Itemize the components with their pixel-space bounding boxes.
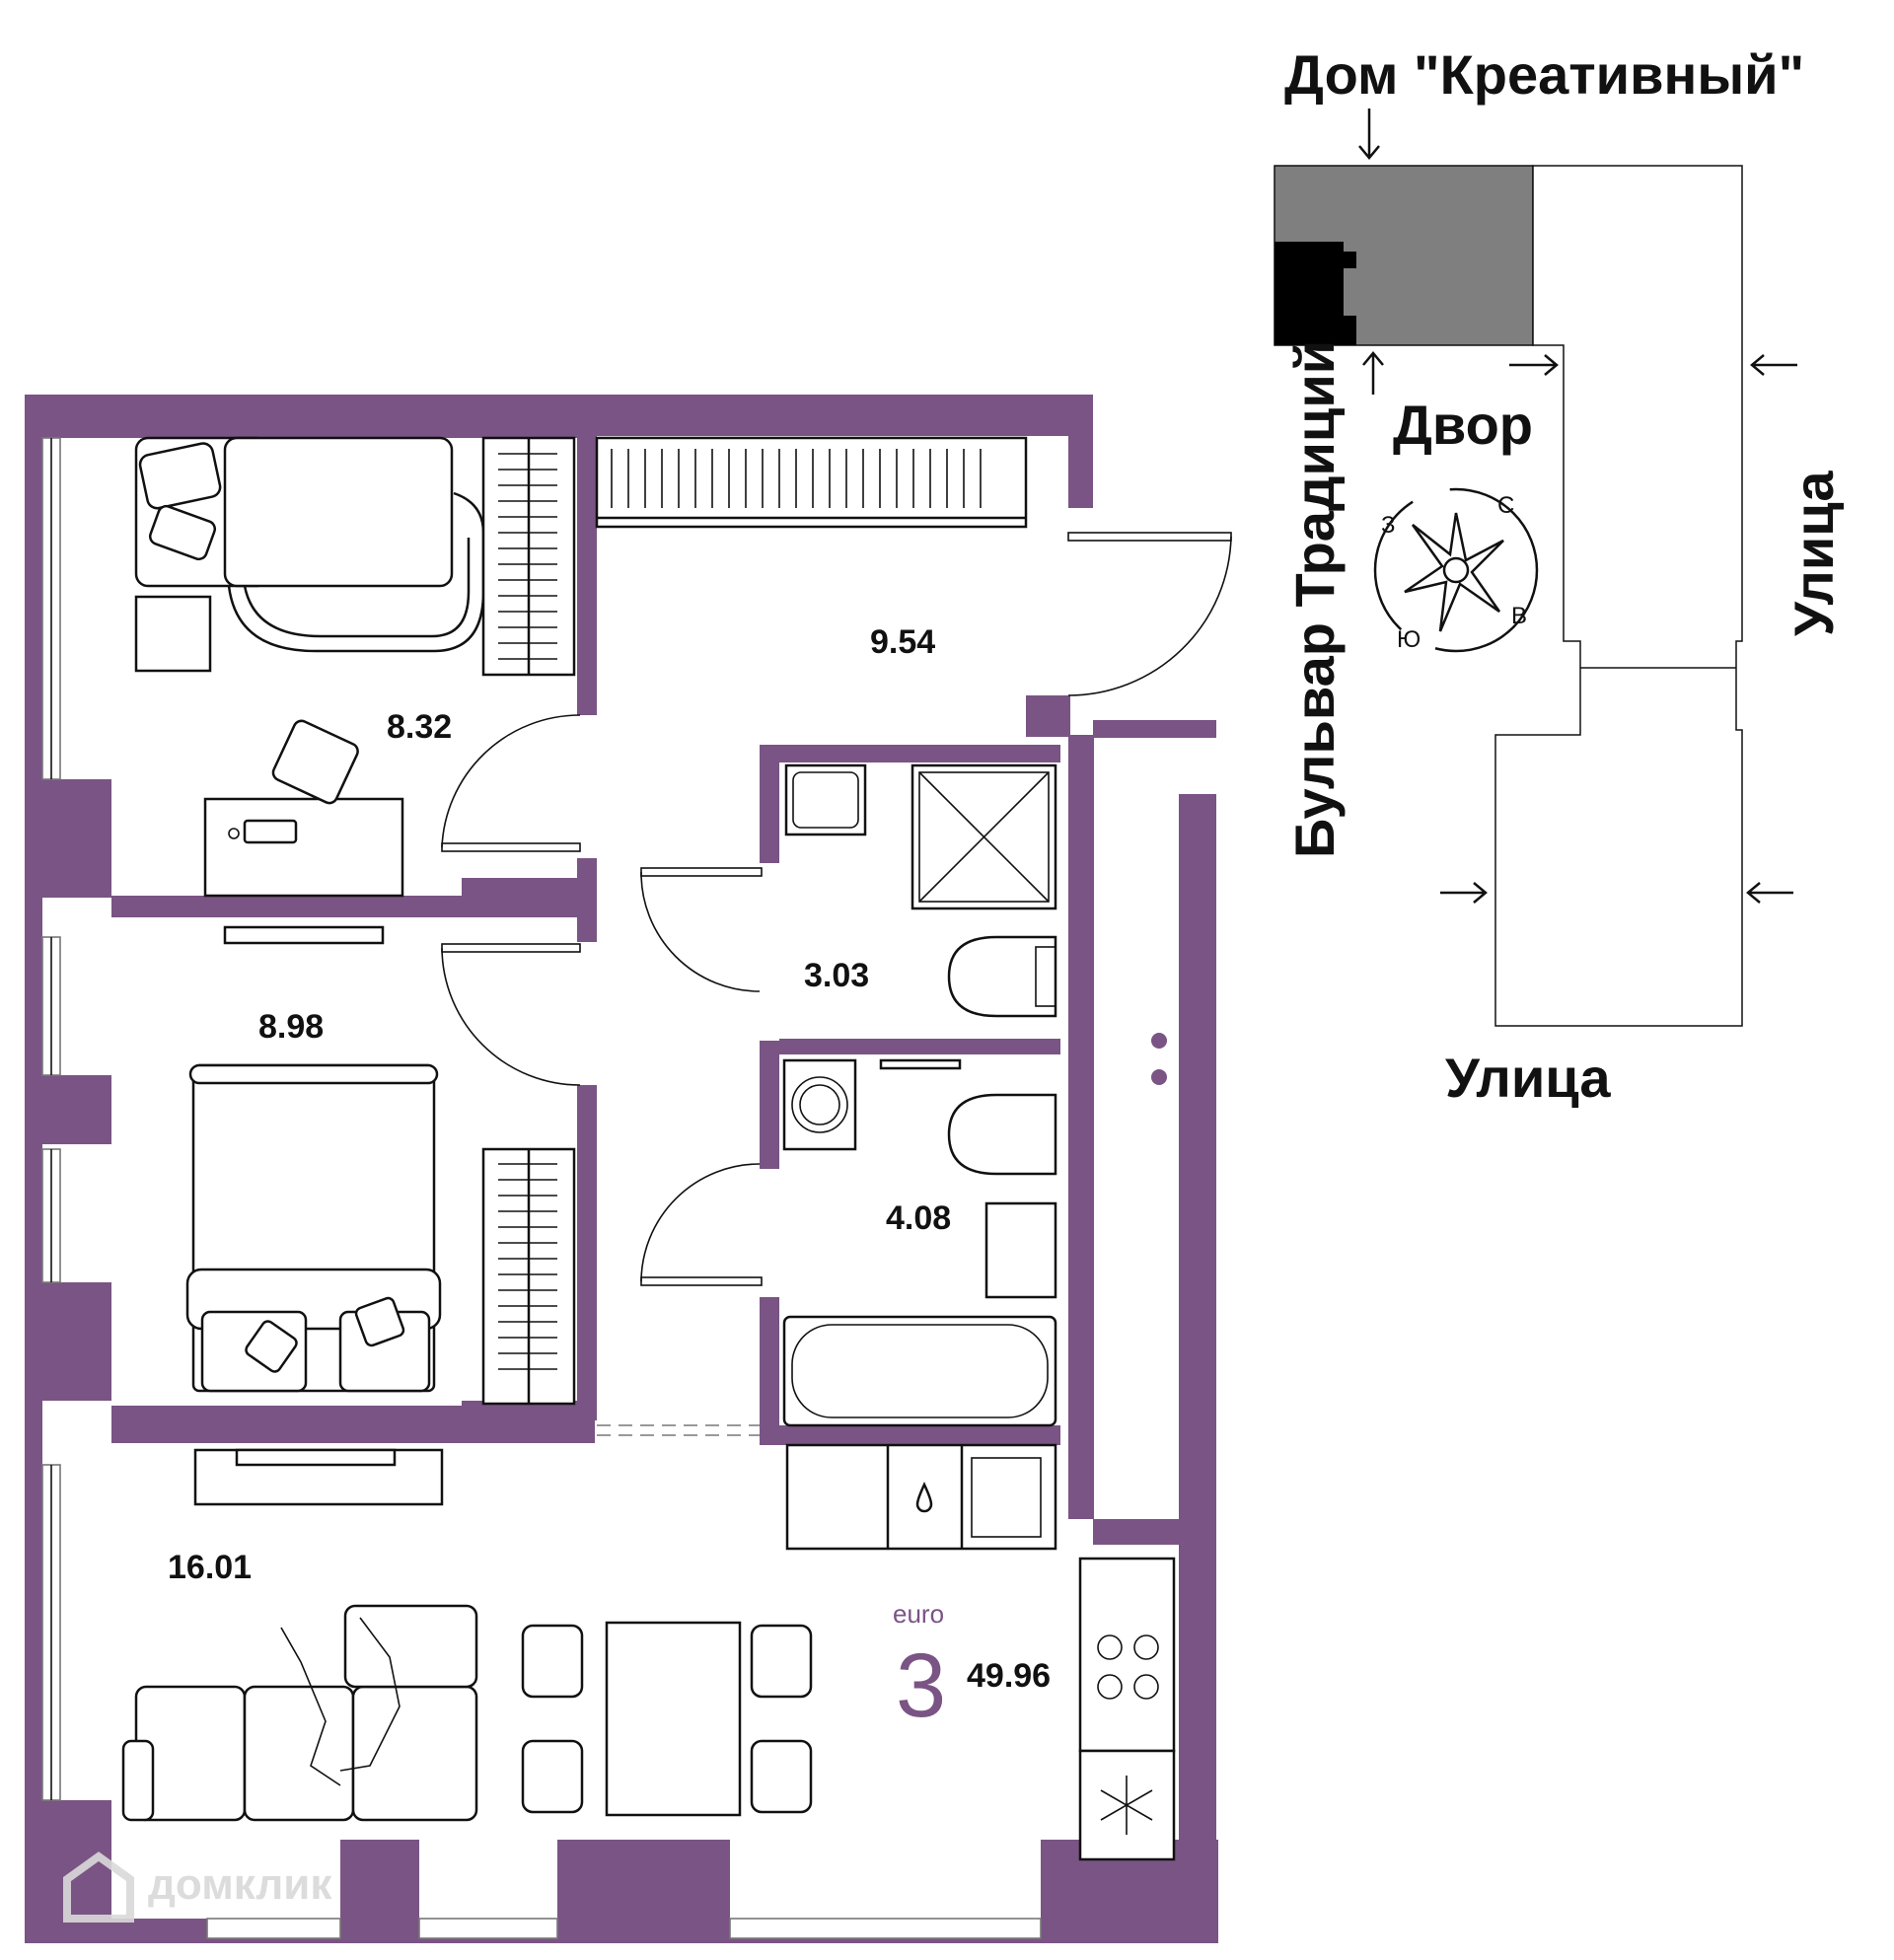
building-label: Дом "Креативный" [1284, 43, 1804, 106]
apartment-rooms-count: 3 [896, 1635, 946, 1736]
apartment-location [1275, 242, 1356, 345]
bath-small-fixtures [784, 763, 1057, 1018]
yard-label: Двор [1393, 394, 1533, 456]
neighbor-building [1494, 165, 1743, 1027]
watermark: домклик [63, 1851, 332, 1923]
desk [203, 719, 404, 898]
apartment-type: euro [893, 1599, 944, 1629]
street-right-label: Улица [1783, 471, 1845, 636]
hall-wardrobe [595, 436, 1028, 529]
area-living: 16.01 [168, 1549, 252, 1586]
site-plan: Дом "Креативный" Двор Бульвар Традиций У… [1274, 43, 1845, 1109]
compass: С В Ю З [1373, 487, 1539, 653]
bath-fixtures [782, 1058, 1057, 1427]
compass-s: Ю [1397, 626, 1420, 653]
house-icon [63, 1851, 134, 1923]
entry-dot [1151, 1069, 1167, 1085]
watermark-text: домклик [148, 1860, 332, 1909]
area-hall: 9.54 [870, 623, 935, 661]
compass-star-icon [1404, 512, 1504, 632]
compass-n: С [1497, 492, 1514, 519]
street-bottom-label: Улица [1445, 1047, 1611, 1109]
kitchen [785, 1443, 1176, 1861]
windows [41, 437, 1042, 1939]
area-bedroom: 8.98 [258, 1008, 324, 1046]
bed-double [185, 1063, 442, 1393]
dining [521, 1621, 813, 1817]
area-bathroom: 4.08 [886, 1199, 951, 1237]
wardrobe-bedroom [481, 1147, 576, 1406]
boulevard-label: Бульвар Традиций [1283, 340, 1346, 858]
area-bedroom-small: 8.32 [387, 708, 452, 746]
entry-dot [1151, 1033, 1167, 1049]
wardrobe-small [481, 436, 576, 677]
compass-w: З [1381, 512, 1396, 539]
compass-e: В [1511, 603, 1527, 629]
doors [441, 532, 1232, 1436]
tv-living [193, 1448, 444, 1506]
apartment-total-area: 49.96 [967, 1657, 1051, 1695]
area-bathroom-small: 3.03 [804, 957, 869, 994]
bed-small [134, 436, 485, 673]
sofa [121, 1604, 478, 1822]
tv-small [223, 925, 385, 945]
